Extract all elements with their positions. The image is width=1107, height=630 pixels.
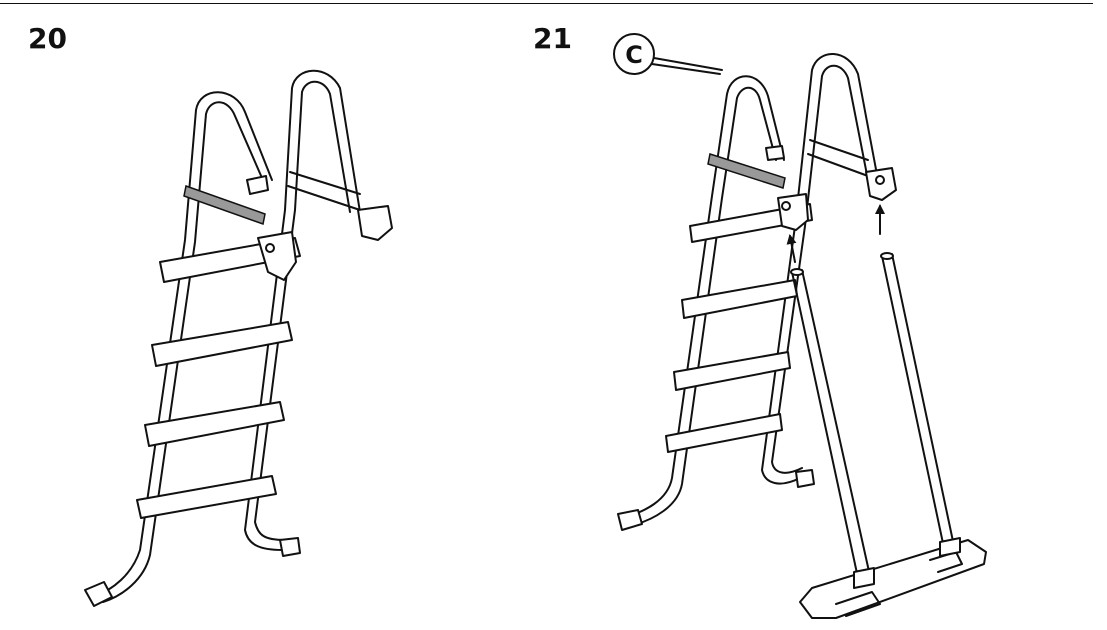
- base-foot: [799, 539, 987, 619]
- top-plate: [183, 185, 266, 225]
- foot-cap-left: [617, 509, 643, 531]
- support-leg-left: [791, 269, 871, 579]
- ladder-step-20: [84, 69, 393, 607]
- callout-leader: [653, 57, 723, 71]
- right-rail-inner: [254, 80, 351, 541]
- top-rule: [0, 3, 1093, 4]
- step-number-21: 21: [533, 22, 572, 55]
- step-tread: [136, 475, 277, 519]
- left-rail-inner: [629, 86, 777, 527]
- step-number-20: 20: [28, 22, 67, 55]
- bolt-hole: [875, 175, 885, 185]
- foot-cap-right: [279, 537, 301, 557]
- support-leg-right: [881, 253, 955, 549]
- callout-circle: [613, 33, 655, 75]
- left-rail-inner: [102, 101, 263, 603]
- leg-socket: [939, 537, 961, 557]
- callout-label: C: [625, 41, 643, 69]
- step-tread: [144, 401, 285, 447]
- clamp-right: [357, 205, 393, 241]
- right-rail-inner: [771, 64, 869, 474]
- foot-cap-left: [84, 581, 113, 607]
- cross-brace: [287, 171, 361, 211]
- cross-brace: [807, 139, 869, 177]
- left-rail-outer: [94, 91, 273, 597]
- top-plate: [707, 153, 786, 189]
- left-rail-outer: [621, 75, 785, 519]
- leg-tube-end: [880, 252, 894, 260]
- bolt-hole: [781, 201, 791, 211]
- clamp-center: [777, 193, 809, 231]
- clamp-center: [257, 231, 297, 281]
- right-rail-outer: [244, 69, 361, 551]
- ladder-step-21: C: [613, 33, 987, 619]
- leg-tube-end: [790, 268, 804, 276]
- step-tread: [665, 413, 783, 453]
- foot-cap-right: [795, 469, 815, 488]
- insert-arrow-left: [786, 234, 797, 263]
- callout-leader: [651, 63, 721, 75]
- step-tread: [673, 351, 791, 391]
- clamp-small: [246, 175, 269, 195]
- leg-socket: [853, 567, 875, 589]
- right-rail-outer: [761, 53, 879, 485]
- bolt-hole: [265, 243, 275, 253]
- clamp-small: [765, 145, 785, 161]
- step-tread: [151, 321, 293, 367]
